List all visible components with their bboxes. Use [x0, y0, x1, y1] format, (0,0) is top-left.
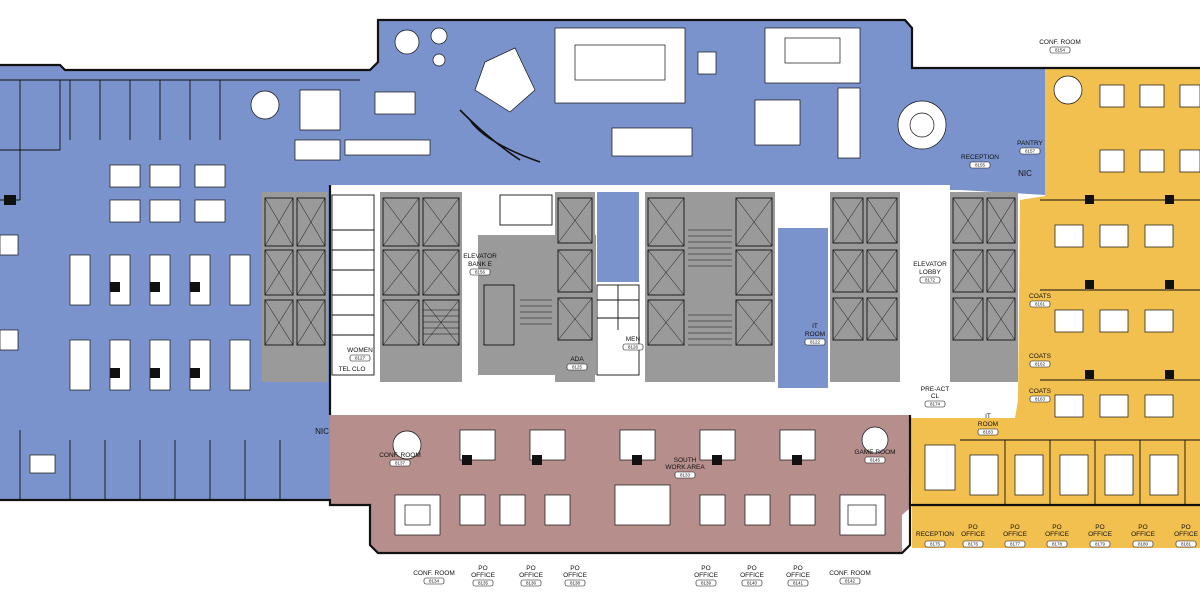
elevator-bank-label-2: BANK E	[468, 261, 493, 268]
elevator-bank-label: ELEVATOR	[463, 253, 497, 260]
po-office-label: PO	[570, 565, 579, 572]
south-work-area-label-2: WORK AREA	[665, 464, 705, 471]
po-office-number: 8176	[968, 542, 979, 547]
po-office-label: OFFICE	[519, 572, 543, 579]
east-workstations	[924, 75, 1200, 505]
conf-room-top-label: CONF. ROOM	[1039, 39, 1081, 46]
reception-top-number: 8155	[975, 163, 986, 168]
reception-bottom-label: RECEPTION	[916, 531, 954, 538]
conf-room-bottom-right-number: 8142	[845, 579, 856, 584]
po-office-label: OFFICE	[1003, 531, 1027, 538]
pantry-number: 8157	[1025, 149, 1036, 154]
men-label: MEN	[626, 336, 641, 343]
po-office-label: OFFICE	[1045, 531, 1069, 538]
zone-yellow	[910, 68, 1200, 548]
it-room-right-label: IT	[985, 413, 991, 420]
po-offices-east: PO OFFICE 8176 PO OFFICE 8177 PO OFFICE …	[961, 524, 1199, 548]
reception-bottom-number: 8175	[930, 542, 941, 547]
elevator-lobby-number: 8172	[925, 278, 936, 283]
po-office-number: 8181	[1181, 542, 1192, 547]
po-office-label: OFFICE	[786, 572, 810, 579]
po-office-number: 8139	[701, 581, 712, 586]
po-office-number: 8138	[570, 581, 581, 586]
po-office-number: 8177	[1010, 542, 1021, 547]
po-office-label: OFFICE	[961, 531, 985, 538]
north-lounge-furniture	[250, 27, 947, 163]
po-office-label: OFFICE	[1131, 531, 1155, 538]
po-office-number: 8135	[478, 581, 489, 586]
conf-room-top-number: 8154	[1055, 48, 1066, 53]
elevator-lobby-label: ELEVATOR	[913, 261, 947, 268]
po-office-label: OFFICE	[740, 572, 764, 579]
conf-room-bottom-left-number: 8134	[429, 579, 440, 584]
nic-left-label: NIC	[315, 427, 329, 436]
elevator-bank-number: 8156	[475, 270, 486, 275]
south-work-area-label: SOUTH	[674, 457, 697, 464]
it-room-right-number: 8183	[983, 430, 994, 435]
coats-2-number: 8162	[1035, 362, 1046, 367]
pre-act-label-2: CL	[931, 393, 940, 400]
po-office-label: OFFICE	[563, 572, 587, 579]
po-office-number: 8179	[1095, 542, 1106, 547]
game-room-label: GAME ROOM	[854, 449, 895, 456]
po-offices-south: PO OFFICE 8135 PO OFFICE 8136 PO OFFICE …	[471, 565, 811, 587]
conf-room-mid-label: CONF. ROOM	[379, 452, 421, 459]
po-office-label: PO	[747, 565, 756, 572]
po-office-label: PO	[1138, 524, 1147, 531]
conf-room-bottom-right-label: CONF. ROOM	[829, 570, 871, 577]
south-work-furniture	[392, 426, 889, 536]
po-office-label: PO	[701, 565, 710, 572]
it-room-right-label-2: ROOM	[978, 421, 998, 428]
building-core	[262, 185, 1018, 415]
po-office-label: OFFICE	[471, 572, 495, 579]
po-office-number: 8136	[526, 581, 537, 586]
reception-top-label: RECEPTION	[961, 154, 999, 161]
po-office-label: PO	[1095, 524, 1104, 531]
tel-clo-label: TEL CLO	[339, 366, 366, 373]
po-office-number: 8178	[1052, 542, 1063, 547]
elevator-lobby-label-2: LOBBY	[919, 269, 941, 276]
room-labels: CONF. ROOM 8154 RECEPTION 8155 PANTRY 81…	[315, 39, 1081, 585]
it-room-core-label-2: ROOM	[805, 331, 825, 338]
women-number: 8127	[355, 356, 366, 361]
po-office-label: OFFICE	[1174, 531, 1198, 538]
po-office-label: PO	[968, 524, 977, 531]
exterior-walls	[0, 18, 1200, 555]
coats-1-number: 8161	[1035, 302, 1046, 307]
nic-right-label: NIC	[1018, 169, 1032, 178]
conf-room-mid-number: 8137	[395, 461, 406, 466]
men-number: 8126	[628, 345, 639, 350]
coats-3-number: 8163	[1035, 397, 1046, 402]
women-label: WOMEN	[347, 347, 373, 354]
ada-label: ADA	[570, 356, 584, 363]
coats-2-label: COATS	[1029, 353, 1052, 360]
coats-1-label: COATS	[1029, 293, 1052, 300]
coats-3-label: COATS	[1029, 388, 1052, 395]
pre-act-label: PRE-ACT	[921, 386, 950, 393]
po-office-label: PO	[1010, 524, 1019, 531]
po-office-label: PO	[526, 565, 535, 572]
ada-number: 8125	[572, 365, 583, 370]
po-office-number: 8140	[747, 581, 758, 586]
po-office-label: OFFICE	[694, 572, 718, 579]
po-office-label: OFFICE	[1088, 531, 1112, 538]
po-office-label: PO	[1181, 524, 1190, 531]
it-room-core-label: IT	[812, 323, 818, 330]
conf-room-bottom-left-label: CONF. ROOM	[413, 570, 455, 577]
game-room-number: 8145	[870, 458, 881, 463]
left-workstations	[0, 80, 281, 500]
pantry-label: PANTRY	[1017, 140, 1043, 147]
po-office-label: PO	[1052, 524, 1061, 531]
it-room-core-number: 8122	[810, 340, 821, 345]
po-office-number: 8180	[1138, 542, 1149, 547]
south-work-area-number: 8133	[680, 473, 691, 478]
po-office-label: PO	[793, 565, 802, 572]
po-office-number: 8141	[793, 581, 804, 586]
po-office-label: PO	[478, 565, 487, 572]
pre-act-number: 8174	[930, 402, 941, 407]
